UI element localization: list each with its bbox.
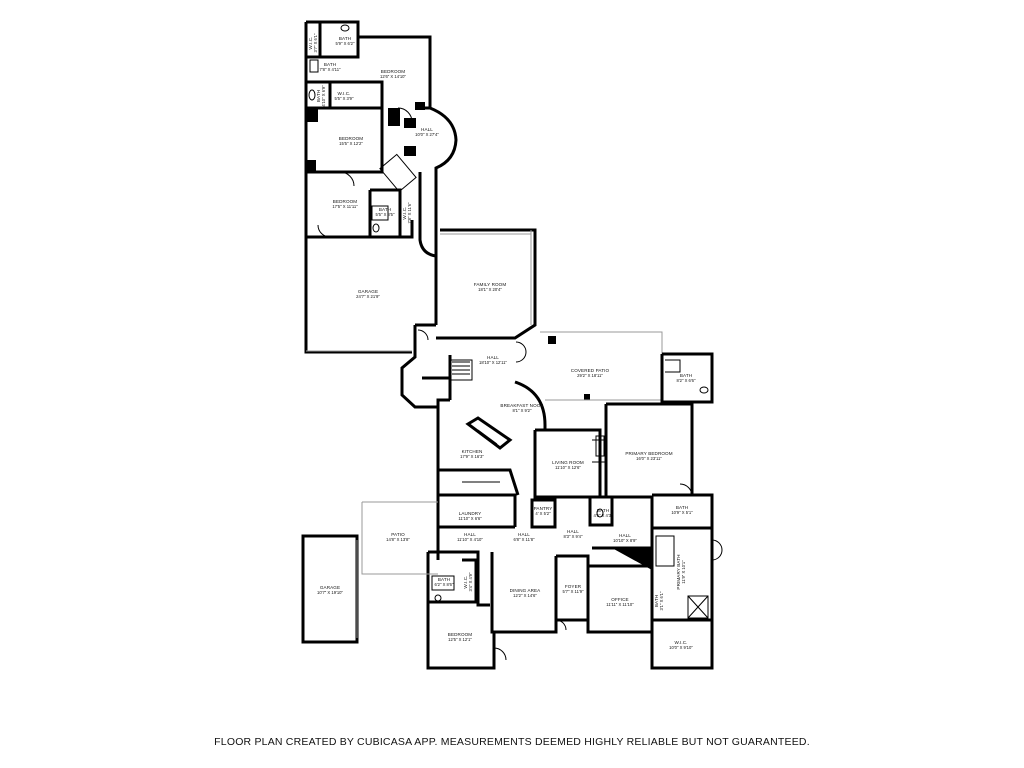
room-label-name: PANTRY	[534, 506, 553, 511]
disclaimer-text: FLOOR PLAN CREATED BY CUBICASA APP. MEAS…	[214, 736, 810, 748]
room-label-name: BATH	[597, 508, 609, 513]
south-row-walls	[426, 550, 714, 670]
room-label-dim: 4'10" X 6'9"	[321, 85, 326, 107]
room-label-name: PRIMARY BATH	[676, 554, 681, 589]
room-label-dim: 10'10" X 8'9"	[613, 538, 637, 543]
room-label-name: PRIMARY BEDROOM	[625, 451, 672, 456]
room-label-name: W.I.C.	[337, 91, 350, 96]
room-label-dim: 11'9" X 10'1"	[681, 560, 686, 584]
room-label-dim: 11'10" X 4'10"	[457, 537, 483, 542]
room-label-dim: 4' X 5'2"	[535, 511, 551, 516]
room-label-name: W.I.C.	[402, 206, 407, 219]
room-label-name: PATIO	[391, 532, 405, 537]
room-label-name: HALL	[487, 355, 499, 360]
room-label-name: BATH	[680, 373, 692, 378]
room-label-dim: 12'6" X 14'10"	[380, 74, 407, 79]
room-label-name: W.I.C.	[308, 36, 313, 49]
central-core-walls	[400, 323, 590, 496]
room-label-dim: 18'10" X 12'11"	[479, 360, 508, 365]
room-label-name: KITCHEN	[462, 449, 483, 454]
room-label-dim: 10'7" X 19'10"	[317, 590, 344, 595]
room-label-dim: 5'7" X 11'9"	[562, 589, 584, 594]
room-label-dim: 7'8" X 4'11"	[319, 67, 341, 72]
family-room-walls	[436, 228, 537, 340]
room-label-name: BATH	[438, 577, 450, 582]
east-wing-walls	[533, 331, 714, 499]
room-label-name: HALL	[567, 529, 579, 534]
room-label-dim: 5'5" X 3'9"	[334, 96, 354, 101]
room-label-name: BATH	[654, 595, 659, 607]
room-label-name: BEDROOM	[333, 199, 358, 204]
room-label-name: W.I.C.	[674, 640, 687, 645]
room-label-name: LAUNDRY	[459, 511, 482, 516]
room-label-dim: 10'0" X 27'4"	[415, 132, 439, 137]
room-label-dim: 5'5" X 8'5"	[375, 212, 395, 217]
room-label-dim: 16'0" X 23'11"	[636, 456, 662, 461]
room-label-name: OFFICE	[611, 597, 628, 602]
room-label-name: DINING AREA	[510, 588, 542, 593]
room-label-name: BATH	[676, 505, 688, 510]
room-label-dim: 10'9" X 5'1"	[671, 510, 693, 515]
room-label-dim: 3'4" X 4'9"	[468, 572, 473, 592]
room-label-dim: 11'10" X 6'6"	[458, 516, 482, 521]
room-label-dim: 6'2" X 8'6"	[434, 582, 454, 587]
room-label-dim: 12'2" X 14'6"	[513, 593, 537, 598]
room-label-name: BEDROOM	[381, 69, 406, 74]
room-label-dim: 3'1" X 6'1"	[659, 591, 664, 611]
room-label-name: LIVING ROOM	[552, 460, 584, 465]
room-label-name: BEDROOM	[339, 136, 364, 141]
room-label-name: HALL	[421, 127, 433, 132]
room-label-dim: 15'5" X 12'2"	[339, 141, 363, 146]
room-label-name: GARAGE	[358, 289, 378, 294]
room-label-dim: 8'1" X 9'2"	[512, 408, 532, 413]
room-label-dim: 18'1" X 20'4"	[478, 287, 502, 292]
room-label-dim: 10'0" X 9'10"	[669, 645, 693, 650]
room-label-name: COVERED PATIO	[571, 368, 610, 373]
room-label-name: HALL	[464, 532, 476, 537]
room-label-dim: 11'10" X 12'6"	[555, 465, 581, 470]
room-label-dim: 17'5" X 11'11"	[332, 204, 358, 209]
room-label-dim: 17'9" X 16'3"	[460, 454, 484, 459]
room-label-dim: 24'7" X 21'9"	[356, 294, 380, 299]
room-label-name: BATH	[339, 36, 351, 41]
room-label-dim: 8'3" X 9'4"	[563, 534, 583, 539]
room-label-name: HALL	[619, 533, 631, 538]
room-label-name: BEDROOM	[448, 632, 473, 637]
room-label-dim: 5'9" X 6'2"	[335, 41, 355, 46]
room-label-dim: 7'8" X 11'6"	[407, 202, 412, 224]
garage-walls	[304, 237, 438, 354]
room-label-name: BATH	[379, 207, 391, 212]
room-label-dim: 14'8" X 13'8"	[386, 537, 410, 542]
room-label-name: BATH	[324, 62, 336, 67]
room-label-name: BREAKFAST NOOK	[500, 403, 544, 408]
room-label-name: HALL	[518, 532, 530, 537]
room-labels: W.I.C. 3'7" X 6'1" BATH 5'9" X 6'2" BATH…	[308, 33, 696, 650]
room-label-dim: 12'5" X 12'1"	[448, 637, 472, 642]
room-label-name: FOYER	[565, 584, 582, 589]
room-label-dim: 3'7" X 6'1"	[313, 33, 318, 53]
room-label-dim: 4'6" X 4'3"	[593, 513, 613, 518]
room-label-name: W.I.C.	[463, 575, 468, 588]
room-label-name: FAMILY ROOM	[474, 282, 507, 287]
room-label-dim: 11'11" X 11'10"	[606, 602, 634, 607]
room-label-dim: 29'2" X 18'11"	[577, 373, 603, 378]
room-label-dim: 6'8" X 11'8"	[513, 537, 535, 542]
room-label-name: GARAGE	[320, 585, 340, 590]
room-label-name: BATH	[316, 90, 321, 102]
room-label-dim: 8'2" X 6'6"	[676, 378, 696, 383]
patio-garage-walls	[301, 501, 438, 644]
